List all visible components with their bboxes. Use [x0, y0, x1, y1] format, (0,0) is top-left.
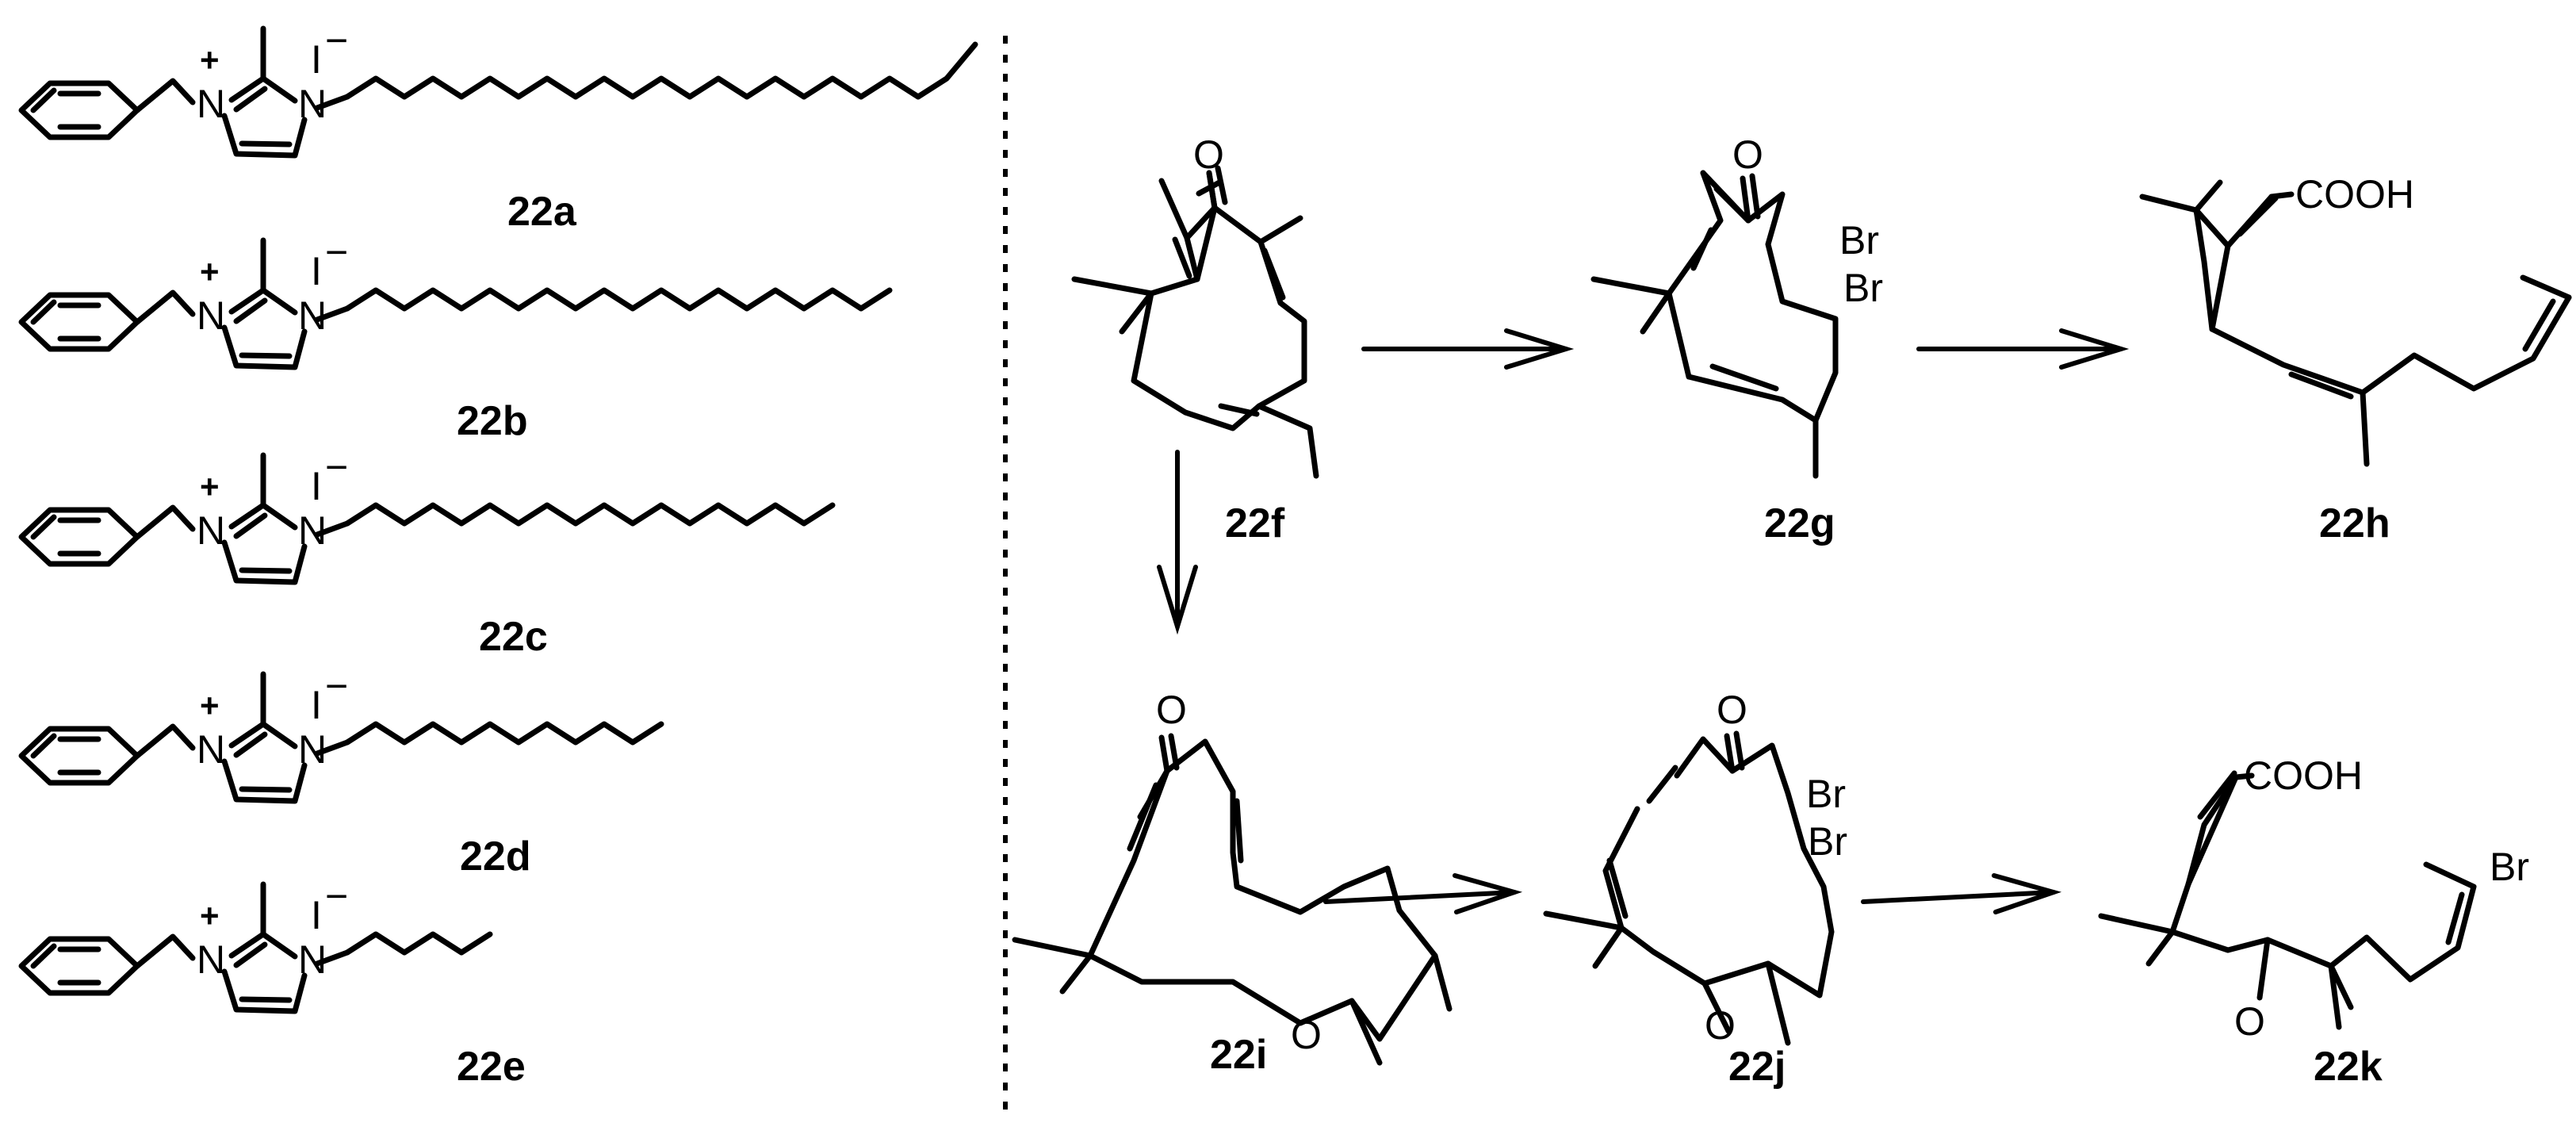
compound-22j: O Br Br O	[1543, 688, 1847, 1048]
atom-n-plus: N	[197, 508, 225, 553]
alkyl-chain	[344, 287, 893, 312]
iodide: I	[311, 37, 322, 82]
compound-22h: COOH Br	[2139, 172, 2572, 467]
cation-charge: +	[200, 41, 220, 79]
cation-charge: +	[200, 253, 220, 290]
ketone-oxygen: O	[1732, 132, 1763, 177]
label-22g: 22g	[1764, 500, 1835, 546]
arrow-22f-to-22i	[1157, 450, 1198, 635]
label-22h: 22h	[2319, 500, 2390, 546]
iodide: I	[311, 683, 322, 727]
cation-charge: +	[200, 468, 220, 505]
cation-charge: +	[200, 897, 220, 934]
atom-n-plus: N	[197, 82, 225, 126]
bromine-2: Br	[1843, 266, 1883, 310]
acid-group: COOH	[2244, 753, 2363, 798]
compound-22k: COOH Br O	[2098, 753, 2529, 1044]
bromine-1: Br	[1839, 218, 1879, 263]
iodide-charge: −	[325, 874, 348, 918]
alkyl-chain	[344, 931, 493, 956]
atom-n-plus: N	[197, 937, 225, 982]
epoxide-oxygen: O	[1705, 1003, 1736, 1048]
arrow-22g-to-22h	[1916, 328, 2130, 370]
bromine: Br	[2490, 845, 2529, 889]
atom-n: N	[298, 293, 327, 338]
label-22k: 22k	[2314, 1044, 2383, 1090]
compound-22f: O	[1071, 132, 1319, 479]
label-22j: 22j	[1728, 1044, 1786, 1090]
arrow-22i-to-22j	[1323, 873, 1523, 914]
ketone-oxygen: O	[1156, 688, 1187, 732]
label-22a: 22a	[507, 189, 577, 235]
compound-22g: O Br Br	[1590, 132, 1883, 479]
atom-n-plus: N	[197, 727, 225, 772]
iodide-charge: −	[325, 664, 348, 708]
acid-group: COOH	[2295, 172, 2414, 217]
compound-22a: N + N I −	[21, 18, 978, 155]
iodide: I	[311, 464, 322, 508]
bromine-1: Br	[1806, 772, 1846, 816]
ketone-oxygen: O	[1717, 688, 1747, 732]
epoxide-oxygen: O	[2234, 999, 2265, 1044]
arrow-22f-to-22g	[1361, 328, 1575, 370]
atom-n: N	[298, 937, 327, 982]
iodide-charge: −	[325, 230, 348, 274]
label-22b: 22b	[457, 398, 528, 444]
atom-n: N	[298, 727, 327, 772]
label-22i: 22i	[1210, 1032, 1267, 1078]
compound-22d: N + N I −	[21, 664, 664, 801]
arrow-22j-to-22k	[1861, 873, 2062, 914]
epoxide-oxygen: O	[1291, 1013, 1322, 1057]
alkyl-chain	[344, 721, 664, 745]
iodide-charge: −	[325, 18, 348, 63]
bromine-2: Br	[1808, 819, 1847, 864]
compound-22c: N + N I −	[21, 445, 836, 582]
label-22e: 22e	[457, 1044, 526, 1090]
atom-n-plus: N	[197, 293, 225, 338]
iodide: I	[311, 893, 322, 937]
atom-n: N	[298, 508, 327, 553]
label-22c: 22c	[479, 614, 548, 660]
compound-22b: N + N I −	[21, 230, 893, 367]
atom-n: N	[298, 82, 327, 126]
label-22d: 22d	[460, 834, 531, 880]
cation-charge: +	[200, 687, 220, 724]
label-22f: 22f	[1225, 500, 1285, 546]
iodide-charge: −	[325, 445, 348, 489]
alkyl-chain	[344, 41, 978, 100]
compound-22i: O O	[1012, 688, 1453, 1066]
compound-22e: N + N I −	[21, 874, 493, 1011]
alkyl-chain	[344, 502, 836, 527]
ketone-oxygen: O	[1193, 132, 1224, 177]
iodide: I	[311, 249, 322, 293]
